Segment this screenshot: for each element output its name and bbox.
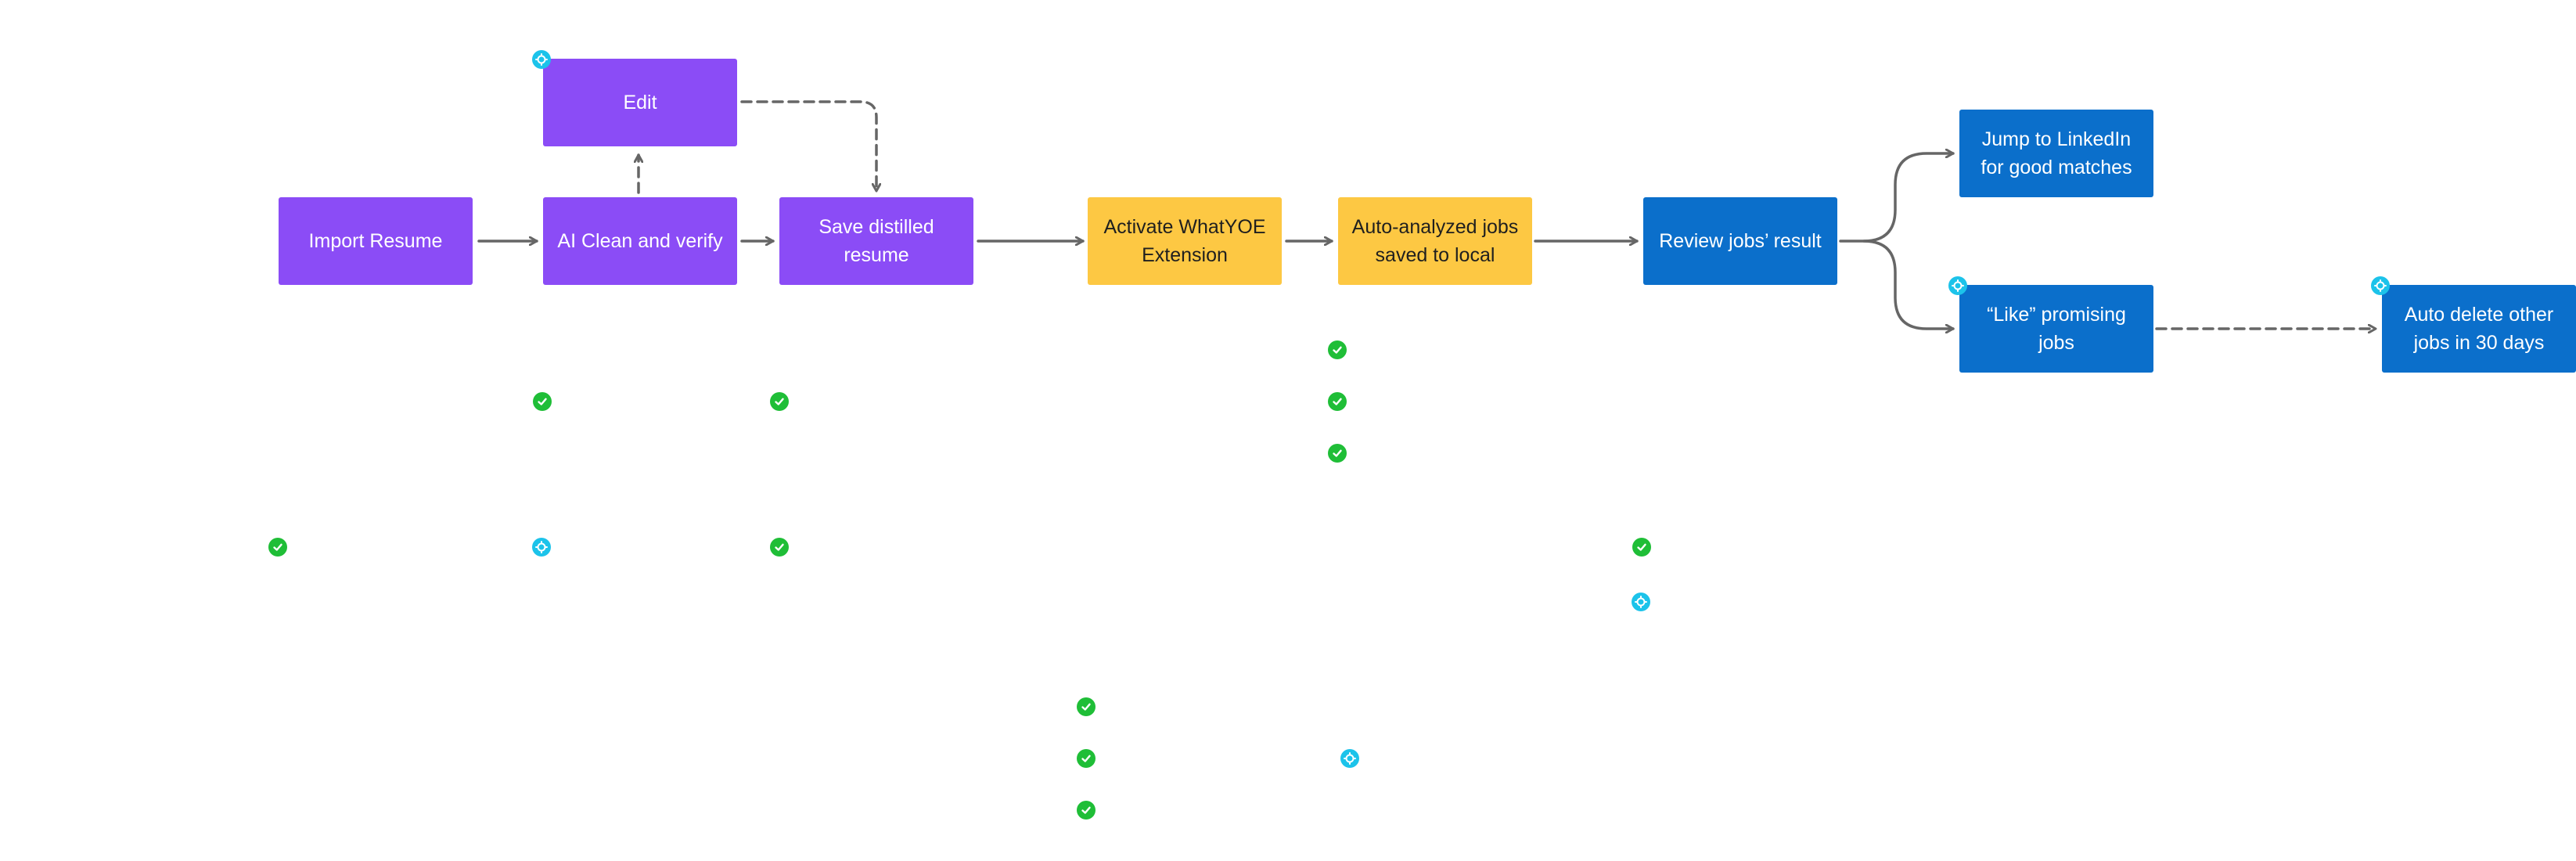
check-circle-icon — [1077, 749, 1096, 768]
gear-icon — [532, 538, 551, 557]
gear-icon — [532, 50, 551, 69]
activate-extension-label: Activate WhatYOE Extension — [1103, 213, 1265, 269]
save-distilled-label: Save distilled resume — [818, 213, 934, 269]
jump-linkedin-label: Jump to LinkedIn for good matches — [1981, 125, 2132, 182]
import-resume-node[interactable]: Import Resume — [279, 197, 473, 285]
check-circle-icon — [1328, 392, 1347, 411]
gear-icon — [1948, 276, 1967, 295]
ai-clean-label: AI Clean and verify — [557, 230, 723, 252]
ai-clean-node[interactable]: AI Clean and verify — [543, 197, 737, 285]
edit-node[interactable]: Edit — [543, 59, 737, 146]
arrow-review-to-like — [1862, 240, 1955, 329]
save-distilled-node[interactable]: Save distilled resume — [779, 197, 973, 285]
jump-linkedin-node[interactable]: Jump to LinkedIn for good matches — [1959, 110, 2153, 197]
save-distilled-line-2: resume — [844, 244, 909, 266]
check-circle-icon — [1077, 697, 1096, 716]
auto-delete-line-1: Auto delete other — [2404, 304, 2554, 326]
check-circle-icon — [1077, 801, 1096, 820]
save-distilled-line-1: Save distilled — [818, 216, 934, 238]
auto-delete-line-2: jobs in 30 days — [2413, 332, 2545, 354]
activate-extension-line-2: Extension — [1142, 244, 1228, 266]
check-circle-icon — [1328, 340, 1347, 359]
auto-analyzed-label: Auto-analyzed jobs saved to local — [1352, 213, 1519, 269]
check-circle-icon — [1328, 444, 1347, 463]
gear-icon — [1632, 593, 1650, 611]
check-circle-icon — [533, 392, 552, 411]
auto-analyzed-line-2: saved to local — [1375, 244, 1495, 266]
arrow-edit-to-save — [740, 100, 876, 193]
check-circle-icon — [770, 538, 789, 557]
like-jobs-line-2: jobs — [2038, 332, 2074, 354]
gear-icon — [2371, 276, 2390, 295]
auto-delete-label: Auto delete other jobs in 30 days — [2405, 301, 2553, 357]
import-resume-label: Import Resume — [308, 230, 443, 252]
auto-delete-node[interactable]: Auto delete other jobs in 30 days — [2382, 285, 2576, 373]
check-circle-icon — [770, 392, 789, 411]
arrow-review-to-jump — [1839, 153, 1955, 243]
auto-analyzed-node[interactable]: Auto-analyzed jobs saved to local — [1338, 197, 1532, 285]
jump-linkedin-line-1: Jump to LinkedIn — [1981, 128, 2132, 150]
auto-analyzed-line-1: Auto-analyzed jobs — [1351, 216, 1519, 238]
like-jobs-label: “Like” promising jobs — [1987, 301, 2126, 357]
check-circle-icon — [1632, 538, 1651, 557]
jump-linkedin-line-2: for good matches — [1981, 157, 2132, 178]
review-jobs-label: Review jobs’ result — [1659, 230, 1822, 252]
review-jobs-node[interactable]: Review jobs’ result — [1643, 197, 1837, 285]
activate-extension-line-1: Activate WhatYOE — [1103, 216, 1266, 238]
edit-label: Edit — [623, 92, 657, 113]
like-jobs-node[interactable]: “Like” promising jobs — [1959, 285, 2153, 373]
like-jobs-line-1: “Like” promising — [1987, 304, 2126, 326]
check-circle-icon — [268, 538, 287, 557]
activate-extension-node[interactable]: Activate WhatYOE Extension — [1088, 197, 1282, 285]
gear-icon — [1340, 749, 1359, 768]
